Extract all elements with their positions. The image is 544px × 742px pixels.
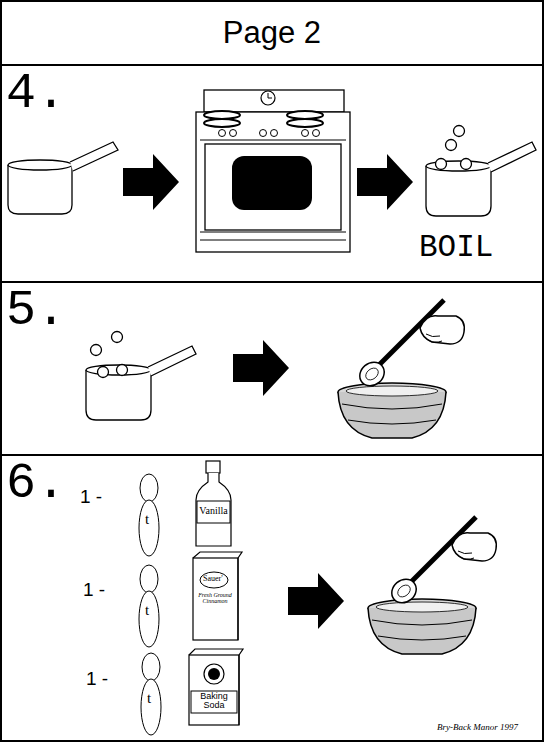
teaspoon	[139, 565, 159, 647]
boiling-pot	[86, 346, 196, 420]
quantity: 1 -	[86, 669, 108, 689]
product-label: Baking Soda	[192, 692, 236, 711]
unit-mark: t	[145, 512, 149, 528]
teaspoon	[141, 653, 161, 735]
quantity: 1 -	[83, 580, 105, 600]
baking-soda-box	[189, 649, 243, 725]
unit-mark: t	[145, 603, 149, 619]
quantity: 1 -	[80, 487, 102, 507]
product-label: Fresh Ground Cinnamon	[195, 592, 235, 605]
page-title: Page 2	[0, 0, 544, 66]
vanilla-bottle	[196, 461, 231, 546]
hand-spoon	[355, 300, 464, 391]
stove	[196, 90, 350, 252]
product-label: Sauer'	[203, 575, 223, 583]
product-label: Vanilla	[198, 506, 229, 517]
mixing-bowl	[368, 599, 476, 654]
credit-note: Bry-Back Manor 1997	[437, 723, 518, 732]
cinnamon-box	[193, 552, 242, 640]
action-word: BOIL	[419, 232, 493, 265]
pot	[8, 142, 118, 214]
step-number: 5.	[6, 286, 66, 336]
boiling-pot	[426, 142, 536, 216]
step-band: 5.	[0, 282, 544, 455]
step-number: 4.	[6, 69, 66, 119]
step-number: 6.	[6, 459, 66, 509]
mixing-bowl	[338, 383, 446, 438]
teaspoon	[139, 474, 159, 556]
unit-mark: t	[147, 691, 151, 707]
hand-spoon	[387, 517, 496, 608]
